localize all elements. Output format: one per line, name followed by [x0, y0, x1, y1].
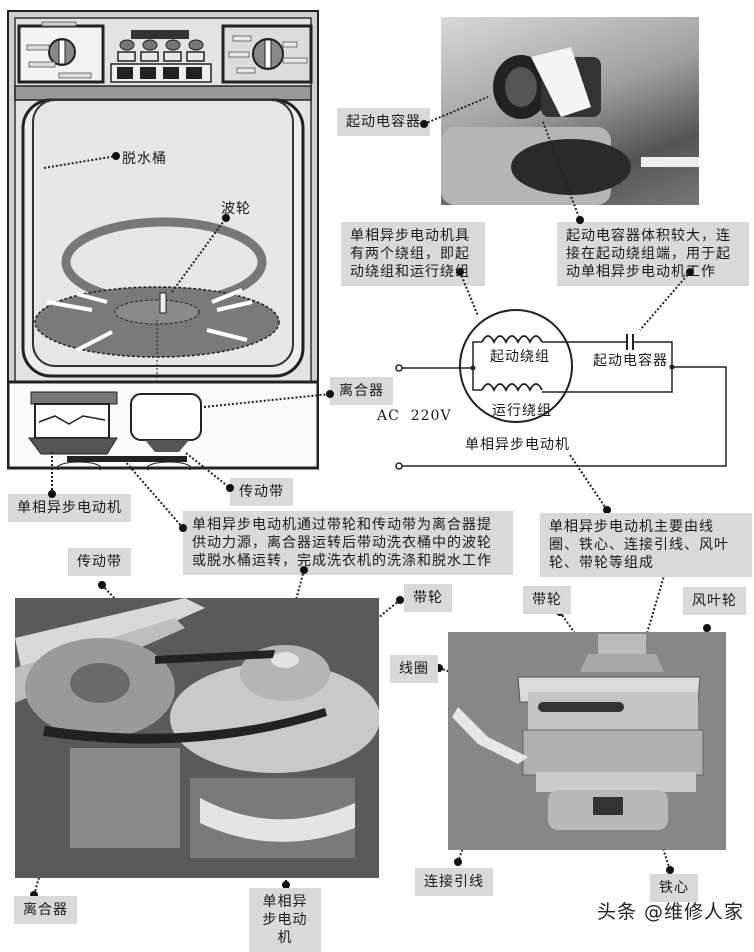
label-clutch: 离合器: [330, 377, 393, 405]
label-start-winding: 起动绕组: [490, 349, 550, 365]
label-circuit-capacitor: 起动电容器: [593, 353, 668, 369]
label-fan-wheel: 风叶轮: [683, 587, 746, 615]
belt-pulley-photo-illustration: [15, 598, 379, 878]
capacitor-photo-illustration: [441, 47, 699, 205]
note-motor-composition: 单相异步电动机主要由线圈、铁心、连接引线、风叶轮、带轮等组成: [540, 513, 752, 577]
label-coil: 线圈: [390, 655, 438, 683]
label-motor: 单相异步电动机: [8, 494, 131, 522]
label-ac-220v: AC 220V: [377, 408, 452, 424]
belt-pulley-photo: [15, 598, 379, 878]
label-lead-wire: 连接引线: [415, 868, 493, 896]
label-run-winding: 运行绕组: [492, 403, 552, 419]
note-start-capacitor: 起动电容器体积较大，连接在起动绕组端，用于起动单相异步电动机工作: [557, 222, 749, 286]
label-spin-tub: 脱水桶: [122, 151, 167, 167]
capacitor-photo: [441, 17, 699, 205]
motor-photo-illustration: [448, 632, 726, 850]
label-iron-core: 铁心: [650, 874, 698, 902]
washer-cutaway-illustration: [6, 10, 320, 475]
label-belt-motor: 单相异步电动机: [249, 888, 321, 952]
label-motor-pulley: 带轮: [523, 586, 571, 614]
note-motor-drives-clutch: 单相异步电动机通过带轮和传动带为离合器提供动力源，离合器运转后带动洗衣桶中的波轮…: [183, 511, 513, 575]
label-impeller: 波轮: [221, 201, 251, 217]
washer-drawing: [6, 10, 320, 475]
label-belt: 传动带: [68, 548, 131, 576]
label-start-capacitor: 起动电容器: [337, 108, 430, 136]
label-belt-pulley: 带轮: [404, 584, 452, 612]
note-two-windings: 单相异步电动机具有两个绕组，即起动绕组和运行绕组: [341, 222, 485, 286]
label-belt-clutch: 离合器: [14, 896, 77, 924]
watermark: 头条 @维修人家: [596, 901, 744, 923]
motor-photo: [448, 632, 726, 850]
label-circuit-motor: 单相异步电动机: [465, 437, 570, 453]
label-drive-belt: 传动带: [230, 478, 293, 506]
